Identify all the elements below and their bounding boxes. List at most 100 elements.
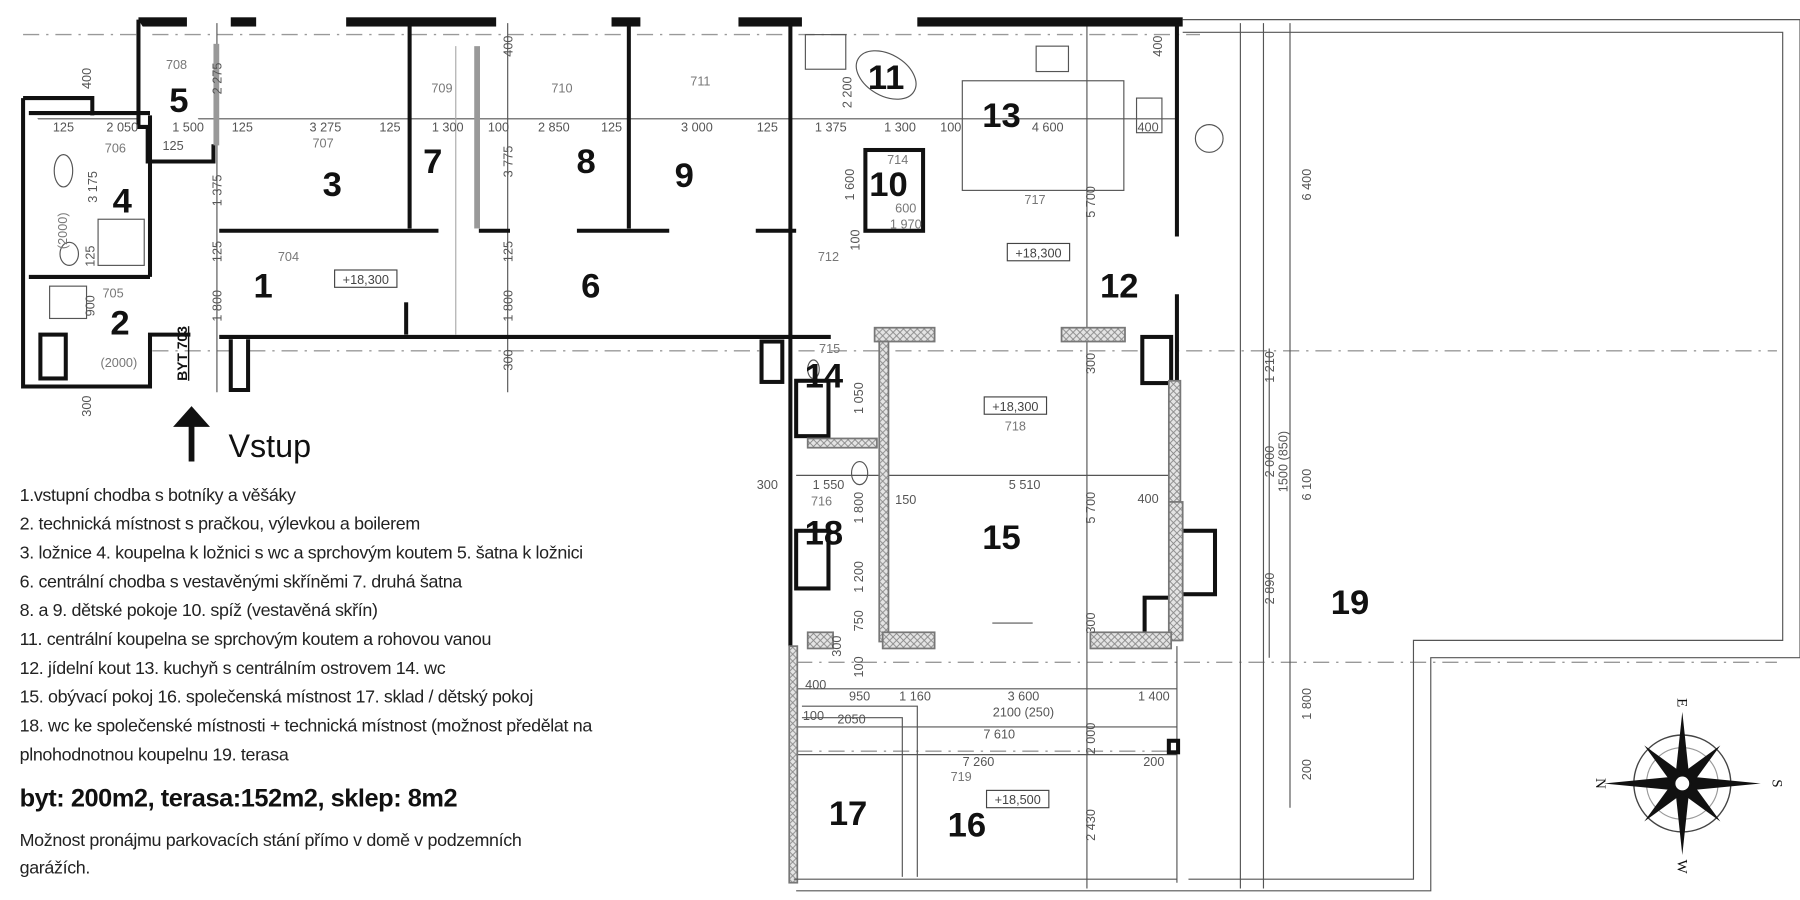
dimension: 125 [601, 121, 622, 135]
dimension: 1 800 [1300, 688, 1314, 720]
dimension: 7 260 [963, 755, 995, 769]
elevation-tags: +18,300 +18,300 +18,300 +18,500 [334, 242, 1071, 809]
dimension: 125 [162, 139, 183, 153]
shower-tray [97, 218, 145, 266]
dimension: 1 500 [172, 121, 204, 135]
door-note: (2000) [56, 212, 70, 249]
dimension: 150 [895, 493, 916, 507]
dimension: 400 [1151, 36, 1165, 57]
dimension: 400 [501, 36, 515, 57]
dimension: 400 [1137, 492, 1158, 506]
room-number: 17 [829, 795, 868, 833]
door-note: 1 970 [890, 217, 922, 231]
dimension: 300 [1084, 353, 1098, 374]
dimension: 3 000 [681, 121, 713, 135]
sink [53, 154, 74, 188]
compass-e: E [1674, 698, 1690, 707]
dimension: 1 210 [1263, 351, 1277, 383]
dimension: 100 [852, 656, 866, 677]
dimension: 1500 (850) [1277, 431, 1291, 492]
dimension: 125 [757, 121, 778, 135]
room-number: 5 [169, 82, 188, 120]
room-number: 12 [1100, 268, 1139, 306]
room-code: 718 [1005, 419, 1026, 433]
room-number: 10 [869, 166, 907, 204]
room-code: 712 [818, 250, 839, 264]
room-number: 15 [982, 519, 1021, 557]
dimension: 300 [80, 396, 94, 417]
dimension: 2050 [837, 712, 865, 726]
room-code: 715 [819, 342, 840, 356]
arrow-up-icon [173, 406, 210, 462]
room-code: 707 [312, 137, 333, 151]
terrace-outline [796, 19, 1800, 892]
room-number: 19 [1331, 584, 1370, 622]
dimension: 1 400 [1138, 689, 1170, 703]
door-note: 600 [895, 201, 916, 215]
dimension: 1 300 [884, 121, 916, 135]
dimension: 125 [232, 121, 253, 135]
dimension: 200 [1300, 759, 1314, 780]
dimension: 2 000 [1263, 446, 1277, 478]
stove [1135, 97, 1163, 134]
dimension: 100 [488, 121, 509, 135]
legend-line: 2. technická místnost s pračkou, výlevko… [20, 514, 420, 534]
room-number: 14 [805, 358, 844, 396]
dimension: 1 050 [852, 382, 866, 414]
dimension: 5 700 [1084, 186, 1098, 218]
room-code: 706 [105, 141, 126, 155]
dimension: 750 [852, 610, 866, 631]
dimension: 950 [849, 689, 870, 703]
dimension: 1 800 [852, 492, 866, 524]
dimension: 900 [84, 295, 98, 316]
dimension: 7 610 [983, 727, 1015, 741]
washing-machine [49, 285, 88, 320]
note-line: Možnost pronájmu parkovacích stání přímo… [20, 830, 522, 850]
room-code: 709 [431, 81, 452, 95]
dimension: 1 600 [843, 169, 857, 201]
shower [804, 34, 847, 70]
kitchen-island [961, 80, 1125, 191]
dimension: 1 550 [813, 478, 845, 492]
fixtures [49, 34, 1224, 624]
legend-line: 1.vstupní chodba s botníky a věšáky [20, 485, 296, 505]
dimension: 3 275 [310, 121, 342, 135]
dimension: 3 175 [86, 171, 100, 203]
hatched-walls [788, 326, 1184, 884]
walls [21, 17, 1218, 647]
dimension: 2 430 [1084, 809, 1098, 841]
legend-line: 6. centrální chodba s vestavěnými skříně… [20, 571, 463, 591]
dimension: 1 800 [211, 290, 225, 322]
legend-line: 15. obývací pokoj 16. společenská místno… [20, 687, 533, 707]
dimension: 1 375 [211, 175, 225, 207]
legend-line: 18. wc ke společenské místnosti + techni… [20, 716, 593, 736]
room-code: 711 [690, 74, 710, 88]
room-number: 1 [253, 268, 272, 306]
room-number: 7 [423, 143, 442, 181]
dimension: 125 [379, 121, 400, 135]
dimension: 2 200 [841, 76, 855, 108]
dimension: 400 [1137, 121, 1158, 135]
compass-s: S [1768, 779, 1784, 787]
area-summary: byt: 200m2, terasa:152m2, sklep: 8m2 [20, 785, 458, 813]
dimension: 100 [849, 229, 863, 250]
elevation-tag: +18,300 [992, 400, 1038, 414]
dimension: 125 [84, 246, 98, 267]
room-number: 6 [581, 268, 600, 306]
dimension: 4 600 [1032, 121, 1064, 135]
room-code: 708 [166, 58, 187, 72]
elevation-tag: +18,500 [995, 793, 1041, 807]
elevation-tag: +18,300 [343, 273, 389, 287]
legend: 1.vstupní chodba s botníky a věšáky 2. t… [20, 485, 593, 878]
note-line: garážích. [20, 857, 90, 877]
room-codes: 704 705 706 707 708 709 710 711 712 714 … [102, 58, 1045, 784]
entrance-label: Vstup [228, 428, 311, 464]
room-code: 719 [951, 770, 972, 784]
room-code: 705 [102, 287, 123, 301]
legend-line: 11. centrální koupelna se sprchovým kout… [20, 629, 491, 649]
dimension: 300 [501, 349, 515, 370]
dimension: 125 [501, 241, 515, 262]
dimension: 200 [1143, 755, 1164, 769]
dimension: 125 [53, 121, 74, 135]
